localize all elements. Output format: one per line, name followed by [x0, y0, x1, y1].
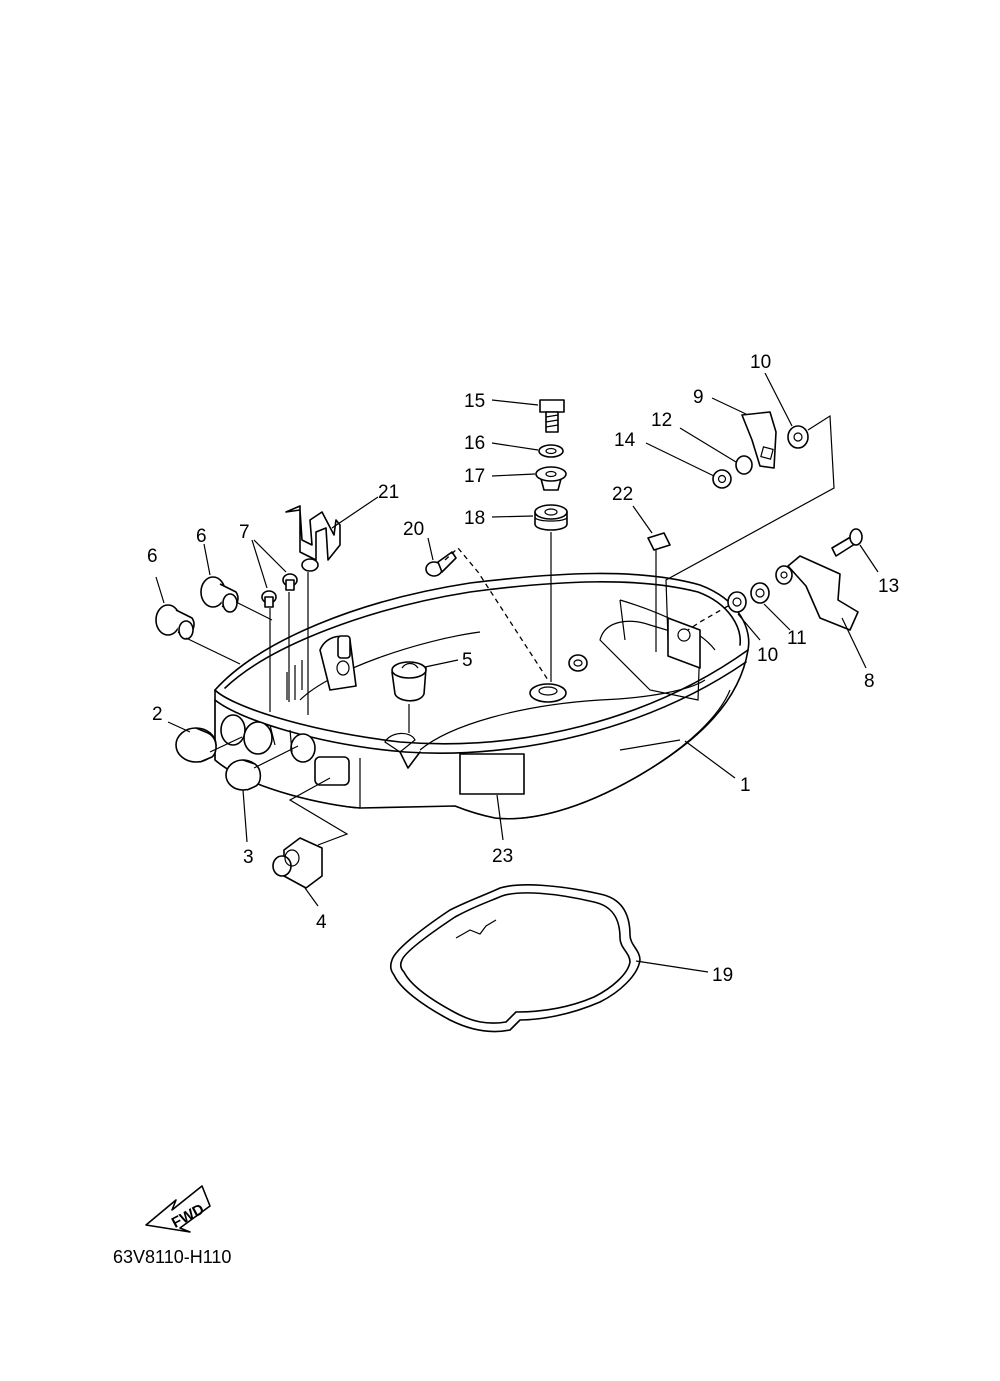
grommet-part-4: [272, 837, 323, 889]
callout-7: 7: [239, 522, 250, 543]
callout-21: 21: [378, 482, 399, 503]
nut-part-10b: [727, 591, 747, 613]
callout-6b: 6: [196, 526, 207, 547]
label-part-22: [647, 532, 671, 551]
bottom-cowling-part: [214, 572, 750, 820]
callout-labels: 1 2 3 4 5 6 6 7 8 9 10 10 11 12 13 14 15…: [147, 352, 899, 986]
callout-2: 2: [152, 704, 163, 725]
callout-16: 16: [464, 433, 485, 454]
grommet-part-7: [261, 573, 298, 608]
callout-5: 5: [462, 650, 473, 671]
washer-part-12: [735, 455, 753, 475]
bolt-part-15: [539, 399, 565, 433]
callout-19: 19: [712, 965, 733, 986]
grommet-part-2: [175, 727, 217, 763]
callout-22: 22: [612, 484, 633, 505]
nut-part-10a: [787, 425, 809, 449]
bolt-part-13: [831, 528, 863, 557]
clip-part-5: [391, 661, 427, 702]
callout-1: 1: [740, 775, 751, 796]
callout-10b: 10: [757, 645, 778, 666]
callout-20: 20: [403, 519, 424, 540]
bracket-part-8: [775, 555, 859, 631]
label-part-23: [459, 753, 525, 795]
lock-washer-part-11: [750, 582, 770, 604]
callout-9: 9: [693, 387, 704, 408]
callout-17: 17: [464, 466, 485, 487]
seal-part-19: [389, 884, 641, 1033]
plate-part-9: [741, 411, 777, 469]
screw-part-20: [425, 551, 457, 577]
washer-part-16: [538, 444, 564, 458]
bracket-part-21: [285, 505, 341, 572]
callout-15: 15: [464, 391, 485, 412]
grommet-part-18: [534, 504, 568, 531]
callout-6a: 6: [147, 546, 158, 567]
callout-3: 3: [243, 847, 254, 868]
collar-part-17: [535, 466, 567, 491]
callout-18: 18: [464, 508, 485, 529]
fwd-arrow-icon: FWD: [145, 1185, 211, 1233]
callout-23: 23: [492, 846, 513, 867]
callout-4: 4: [316, 912, 327, 933]
diagram-code: 63V8110-H110: [113, 1247, 231, 1267]
grommet-part-3: [225, 759, 262, 791]
callout-11: 11: [787, 628, 807, 649]
callout-13: 13: [878, 576, 899, 597]
grommet-part-6a: [155, 604, 195, 640]
nut-part-14: [712, 469, 732, 489]
leader-lines: [155, 372, 879, 973]
callout-10a: 10: [750, 352, 771, 373]
callout-14: 14: [614, 430, 636, 451]
callout-12: 12: [651, 410, 672, 431]
grommet-part-6b: [200, 576, 239, 613]
callout-8: 8: [864, 671, 875, 692]
